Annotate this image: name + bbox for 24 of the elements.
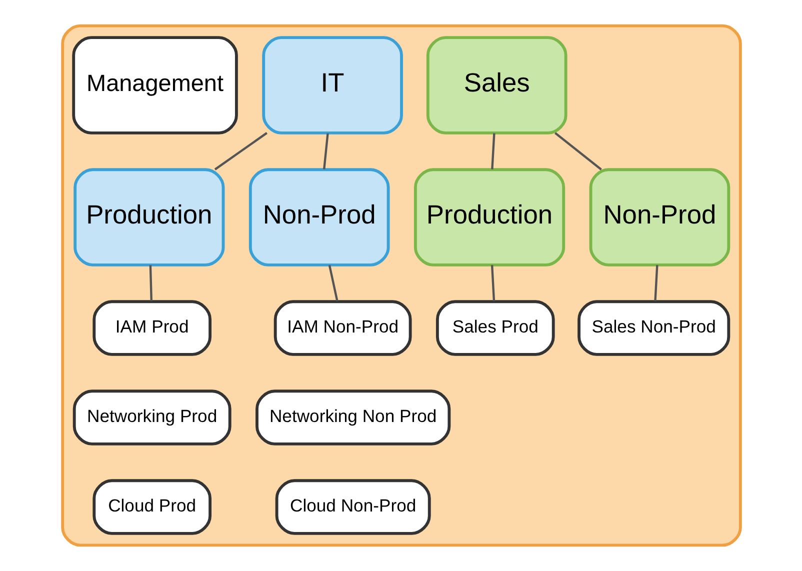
connector <box>554 132 602 170</box>
connector <box>654 265 658 302</box>
node-box: Sales Non-Prod <box>577 300 730 356</box>
connector <box>328 264 338 302</box>
connector <box>490 265 495 302</box>
node-box: Sales <box>426 36 567 134</box>
node-box: Non-Prod <box>588 168 730 266</box>
node-box: Production <box>73 168 224 266</box>
node-box: Cloud Non-Prod <box>274 479 430 535</box>
connector <box>148 265 152 302</box>
node-box: Networking Prod <box>72 390 231 446</box>
node-box: Networking Non Prod <box>255 390 450 446</box>
node-box: Non-Prod <box>248 168 390 266</box>
node-box: IT <box>262 36 402 134</box>
node-box: Cloud Prod <box>92 479 212 535</box>
cluster <box>60 24 742 547</box>
node-box: Sales Prod <box>435 300 554 356</box>
node-box: Production <box>413 168 565 266</box>
node-box: IAM Non-Prod <box>273 300 412 356</box>
node-box: Management <box>72 36 238 134</box>
connector <box>322 133 328 170</box>
node-box: IAM Prod <box>92 300 212 356</box>
connector <box>490 133 495 170</box>
connector <box>214 132 267 170</box>
